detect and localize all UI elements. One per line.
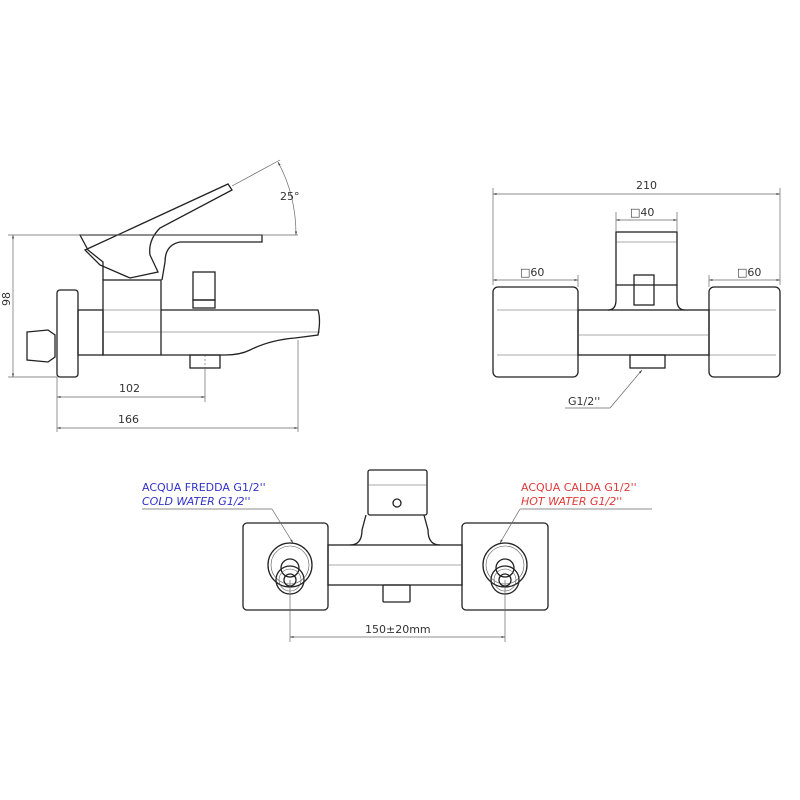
cold-label-italian: ACQUA FREDDA G1/2'': [142, 481, 266, 494]
height-dim-label: 98: [0, 292, 13, 306]
hot-water-callout: ACQUA CALDA G1/2'' HOT WATER G1/2'': [499, 481, 652, 544]
angle-dim-label: 25°: [280, 190, 300, 203]
side-view-body: [26, 271, 321, 378]
height-dimension: 98: [0, 234, 298, 378]
length-dimension: 166: [57, 340, 299, 432]
right-square-dimension: □60: [708, 266, 780, 287]
cold-water-callout: ACQUA FREDDA G1/2'' COLD WATER G1/2'': [142, 481, 294, 544]
front-view: 210 □40 □60 □60 G1/2'': [492, 179, 781, 409]
left-square-dim-label: □60: [520, 266, 544, 279]
outlet-thread-label: G1/2'': [568, 395, 600, 408]
spacing-dim-label: 150±20mm: [365, 623, 431, 636]
top-view: ACQUA FREDDA G1/2'' COLD WATER G1/2'' AC…: [142, 469, 652, 642]
outlet-dim-label: 102: [119, 382, 140, 395]
front-view-body: [492, 231, 781, 378]
length-dim-label: 166: [118, 413, 139, 426]
outlet-thread-callout: G1/2'': [565, 369, 643, 409]
angle-dimension: 25°: [231, 159, 300, 236]
top-view-body: [242, 469, 549, 611]
hot-label-italian: ACQUA CALDA G1/2'': [521, 481, 637, 494]
width-dim-label: 210: [636, 179, 657, 192]
hot-label-english: HOT WATER G1/2'': [521, 495, 622, 508]
outlet-dimension: 102: [56, 368, 206, 432]
cold-label-english: COLD WATER G1/2'': [142, 495, 251, 508]
center-square-dimension: □40: [615, 206, 678, 232]
width-dimension: 210: [492, 179, 781, 285]
spacing-dimension: 150±20mm: [289, 580, 506, 642]
center-square-dim-label: □40: [630, 206, 654, 219]
side-view: 98 25° 102 166: [0, 159, 321, 432]
left-square-dimension: □60: [493, 266, 579, 287]
right-square-dim-label: □60: [737, 266, 761, 279]
side-view-lever: [78, 183, 263, 281]
